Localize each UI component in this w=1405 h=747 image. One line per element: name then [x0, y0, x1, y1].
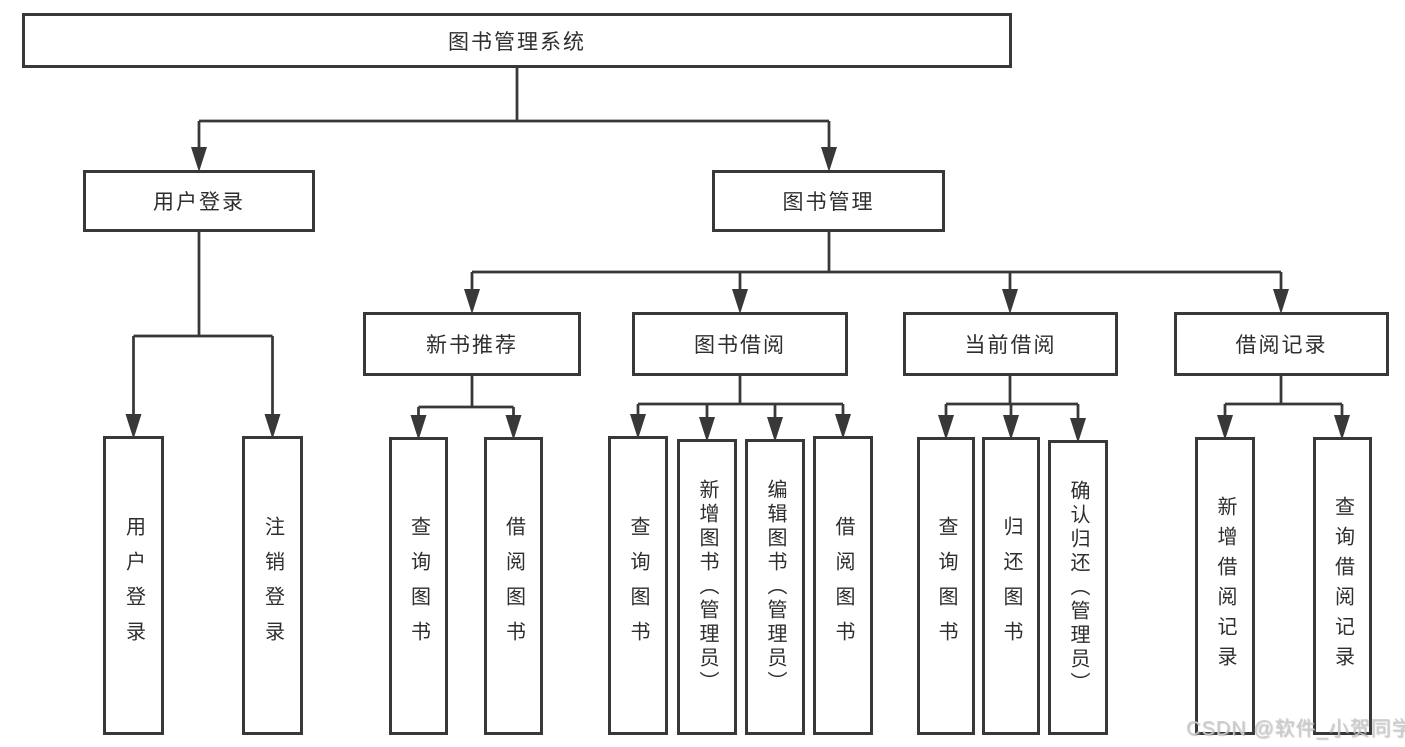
leaf-add-books-admin: 新增图书（管理员） [677, 439, 737, 735]
node-new-book-recommend-label: 新书推荐 [426, 334, 518, 357]
leaf-user-login-label: 用户登录 [122, 515, 145, 656]
node-library-system-label: 图书管理系统 [448, 30, 586, 54]
leaf-query-books-current-label: 查询图书 [935, 516, 957, 656]
leaf-add-borrow-record-label: 新增借阅记录 [1214, 496, 1236, 676]
leaf-confirm-return-admin-label: 确认归还（管理员） [1067, 479, 1089, 696]
leaf-logout-label: 注销登录 [261, 515, 284, 656]
leaf-query-books-current: 查询图书 [917, 437, 975, 735]
watermark-text: CSDN @软件_小贺同学 [1186, 718, 1405, 740]
leaf-borrow-books-borrowing-label: 借阅图书 [832, 515, 854, 656]
leaf-borrow-books-recommend-label: 借阅图书 [502, 516, 525, 656]
leaf-edit-books-admin: 编辑图书（管理员） [745, 439, 805, 735]
leaf-logout: 注销登录 [242, 436, 303, 735]
leaf-query-books-recommend-label: 查询图书 [407, 516, 430, 656]
node-current-borrowing-label: 当前借阅 [964, 334, 1057, 357]
leaf-query-borrow-record: 查询借阅记录 [1313, 437, 1372, 735]
leaf-edit-books-admin-label: 编辑图书（管理员） [764, 479, 786, 695]
node-user-login-label: 用户登录 [153, 191, 245, 214]
leaf-confirm-return-admin: 确认归还（管理员） [1048, 440, 1108, 735]
node-new-book-recommend: 新书推荐 [363, 312, 581, 376]
leaf-return-books: 归还图书 [982, 437, 1040, 735]
node-current-borrowing: 当前借阅 [903, 312, 1118, 376]
node-library-system: 图书管理系统 [22, 13, 1012, 68]
leaf-query-books-recommend: 查询图书 [389, 437, 448, 735]
leaf-add-books-admin-label: 新增图书（管理员） [696, 479, 718, 695]
node-user-login: 用户登录 [83, 170, 315, 232]
node-book-management-label: 图书管理 [782, 191, 875, 214]
leaf-query-books-borrowing-label: 查询图书 [627, 515, 649, 656]
node-book-management: 图书管理 [712, 170, 945, 232]
leaf-add-borrow-record: 新增借阅记录 [1195, 437, 1255, 735]
leaf-borrow-books-recommend: 借阅图书 [484, 437, 543, 735]
leaf-borrow-books-borrowing: 借阅图书 [813, 436, 873, 735]
node-borrowing-records: 借阅记录 [1174, 312, 1389, 376]
leaf-user-login: 用户登录 [103, 436, 164, 735]
leaf-return-books-label: 归还图书 [1000, 516, 1022, 656]
leaf-query-borrow-record-label: 查询借阅记录 [1331, 496, 1354, 676]
node-borrowing-records-label: 借阅记录 [1235, 334, 1328, 357]
leaf-query-books-borrowing: 查询图书 [608, 436, 668, 735]
node-book-borrowing-label: 图书借阅 [694, 334, 786, 357]
node-book-borrowing: 图书借阅 [632, 312, 848, 376]
